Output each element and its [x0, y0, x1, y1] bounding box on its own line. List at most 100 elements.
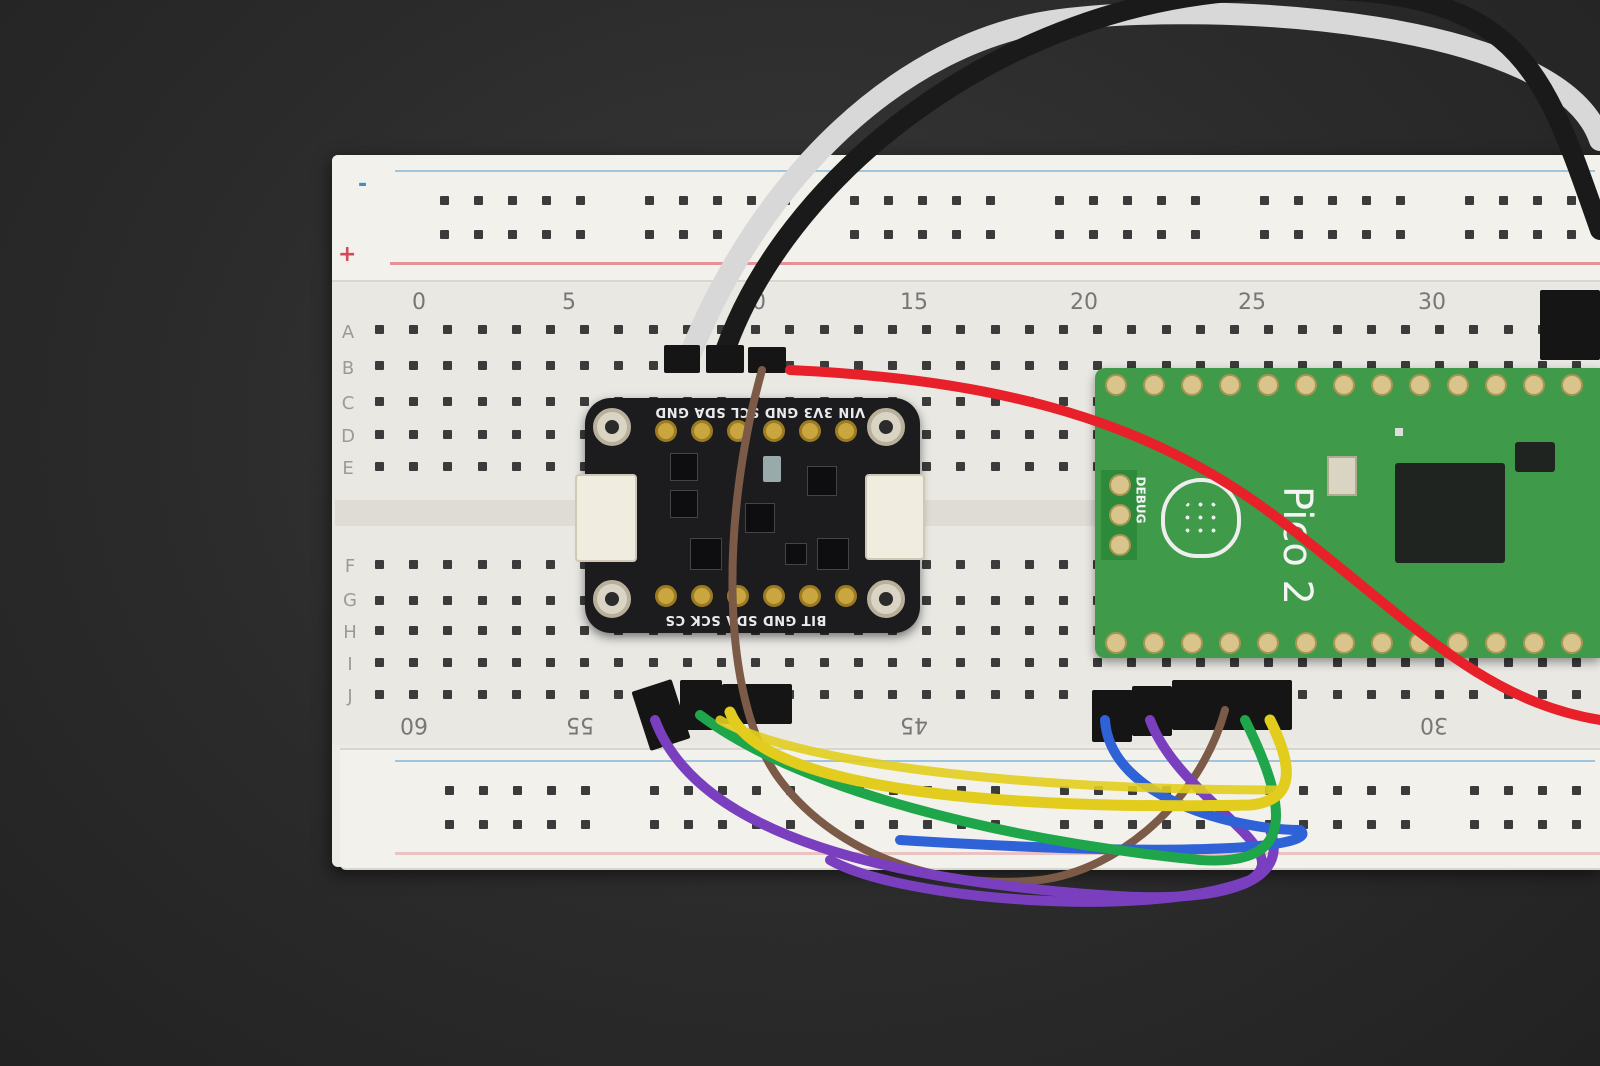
- breadboard-hole: [477, 361, 487, 370]
- breadboard-hole: [785, 325, 795, 334]
- breadboard-hole: [443, 462, 453, 471]
- castellated-pad: [1485, 374, 1507, 396]
- breadboard-hole: [952, 196, 961, 205]
- breadboard-hole: [986, 230, 995, 239]
- castellated-pad: [1447, 374, 1469, 396]
- white-wire: [679, 2, 1600, 366]
- breadboard-hole: [1503, 361, 1513, 370]
- breadboard-hole: [1366, 690, 1376, 699]
- breadboard-hole: [443, 560, 453, 569]
- breadboard-hole: [580, 658, 590, 667]
- castellated-pad: [1371, 632, 1393, 654]
- breadboard-hole: [785, 658, 795, 667]
- ic-chip: [817, 538, 849, 570]
- breadboard-hole: [819, 658, 829, 667]
- breadboard-hole: [713, 230, 722, 239]
- breadboard-hole: [409, 430, 419, 439]
- breadboard-hole: [511, 430, 521, 439]
- breadboard-hole: [1059, 462, 1068, 471]
- breadboard-hole: [1572, 361, 1581, 370]
- header-pin: [691, 585, 713, 607]
- breadboard-hole: [1059, 361, 1068, 370]
- breadboard-hole: [1333, 820, 1342, 829]
- raspberry-pi-pico-board: DEBUG Pico 2: [1095, 368, 1600, 658]
- breadboard-hole: [957, 786, 966, 795]
- breadboard-hole: [1055, 230, 1064, 239]
- breadboard-hole: [1567, 230, 1576, 239]
- breadboard-hole: [443, 658, 453, 667]
- header-pin: [799, 420, 821, 442]
- breadboard-hole: [1401, 786, 1410, 795]
- breadboard-hole: [922, 361, 932, 370]
- ic-chip: [670, 490, 698, 518]
- breadboard-hole: [855, 820, 864, 829]
- breadboard-hole: [511, 626, 521, 635]
- row-letter: G: [343, 590, 357, 611]
- castellated-pad: [1409, 374, 1431, 396]
- header-pin: [763, 585, 785, 607]
- breadboard-hole: [1024, 361, 1034, 370]
- breadboard-hole: [1504, 820, 1513, 829]
- jumper-header: [1540, 290, 1600, 360]
- rail-plus-sign: +: [338, 242, 357, 267]
- breadboard-hole: [546, 397, 555, 406]
- breadboard-hole: [409, 462, 419, 471]
- breadboard-hole: [986, 196, 995, 205]
- breadboard-hole: [1465, 196, 1474, 205]
- breadboard-hole: [1362, 196, 1371, 205]
- breadboard-hole: [409, 690, 419, 699]
- breadboard-hole: [717, 325, 726, 334]
- breadboard-hole: [580, 462, 590, 471]
- rail-minus-sign: -: [358, 172, 368, 197]
- breadboard-hole: [1024, 596, 1034, 605]
- breadboard-hole: [477, 626, 487, 635]
- breadboard-hole: [580, 430, 590, 439]
- breadboard-hole: [375, 361, 384, 370]
- breadboard-hole: [648, 658, 658, 667]
- breadboard-hole: [819, 325, 829, 334]
- breadboard-hole: [1089, 196, 1098, 205]
- breadboard-hole: [1059, 325, 1068, 334]
- castellated-pad: [1181, 632, 1203, 654]
- breadboard-hole: [922, 560, 932, 569]
- breadboard-hole: [511, 690, 521, 699]
- breadboard-hole: [1435, 658, 1445, 667]
- breadboard-hole: [819, 361, 829, 370]
- castellated-pad: [1105, 374, 1127, 396]
- breadboard-hole: [375, 325, 384, 334]
- breadboard-hole: [511, 658, 521, 667]
- breadboard-hole: [1298, 361, 1308, 370]
- breadboard-hole: [1470, 786, 1479, 795]
- rail-minus-line-bottom: [395, 760, 1595, 762]
- breadboard-hole: [477, 430, 487, 439]
- breadboard-hole: [1196, 820, 1205, 829]
- breadboard-hole: [645, 230, 654, 239]
- breadboard-hole: [1024, 430, 1034, 439]
- breadboard-hole: [614, 325, 624, 334]
- breadboard-hole: [477, 658, 487, 667]
- breadboard-hole: [923, 820, 932, 829]
- breadboard-hole: [409, 325, 419, 334]
- breadboard-hole: [1123, 196, 1132, 205]
- row-letter: J: [347, 686, 353, 707]
- breadboard-hole: [990, 361, 1000, 370]
- breadboard-hole: [474, 230, 483, 239]
- breadboard-hole: [513, 786, 522, 795]
- breadboard-hole: [650, 786, 659, 795]
- breadboard-hole: [1469, 361, 1479, 370]
- breadboard-hole: [679, 230, 688, 239]
- breadboard-hole: [922, 658, 932, 667]
- castellated-pad: [1485, 632, 1507, 654]
- breadboard-hole: [580, 325, 590, 334]
- breadboard-hole: [1024, 690, 1034, 699]
- breadboard-hole: [375, 462, 384, 471]
- breadboard-hole: [752, 786, 761, 795]
- breadboard-hole: [922, 626, 932, 635]
- breadboard-hole: [409, 626, 419, 635]
- breadboard-hole: [1469, 325, 1479, 334]
- smd-component: [1395, 428, 1403, 436]
- jumper-header: [706, 345, 744, 373]
- breadboard-hole: [684, 786, 693, 795]
- breadboard-hole: [477, 690, 487, 699]
- breadboard-hole: [1299, 820, 1308, 829]
